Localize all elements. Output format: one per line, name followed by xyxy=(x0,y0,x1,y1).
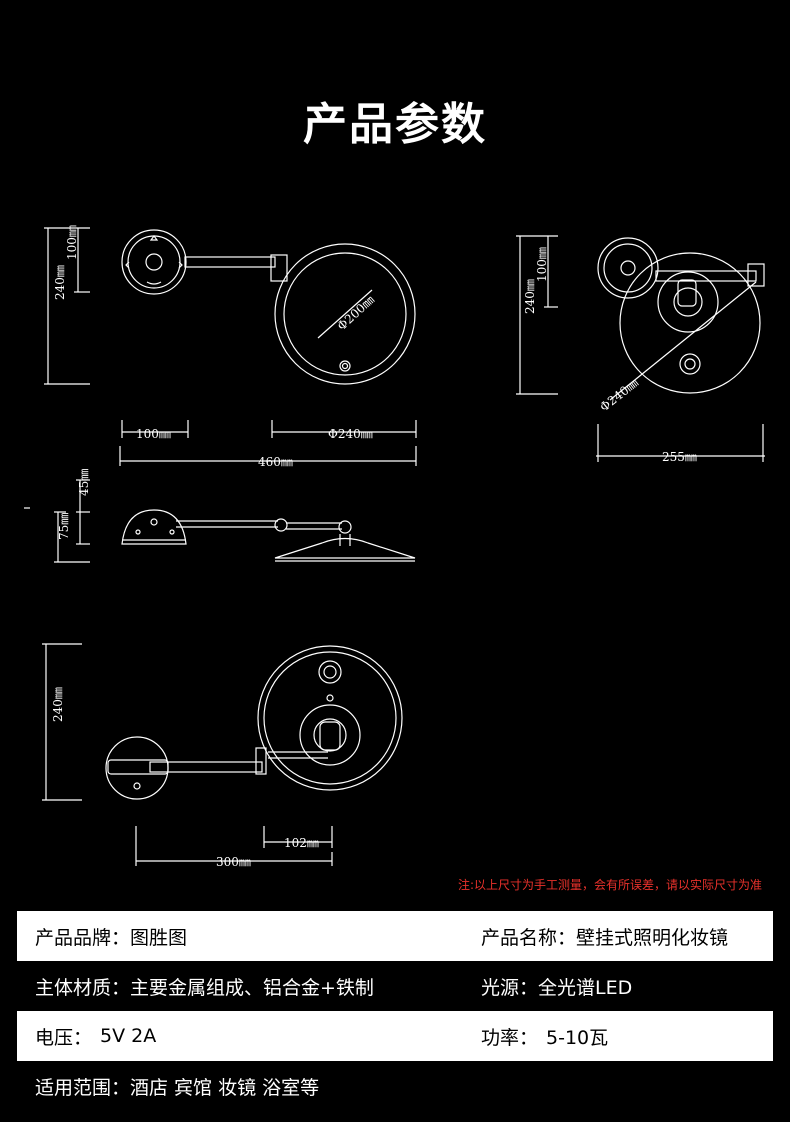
spec-label: 主体材质： xyxy=(35,976,131,999)
mirror-glass xyxy=(283,252,407,376)
back-mirror-frame xyxy=(257,645,403,791)
measurement-note: 注:以上尺寸为手工测量，会有所误差，请以实际尺寸为准 xyxy=(457,878,762,892)
spec-value: 5V 2A xyxy=(100,1025,157,1047)
dim-240-v2: 240㎜ xyxy=(523,279,537,314)
spec-table: 产品品牌： 图胜图 产品名称： 壁挂式照明化妆镜 主体材质： 主要金属组成、铝合… xyxy=(17,911,773,1111)
front-view-drawing xyxy=(44,227,417,466)
spec-value: 壁挂式照明化妆镜 xyxy=(576,926,729,949)
folded-hub xyxy=(657,271,719,333)
folded-wall-base xyxy=(597,237,659,299)
spec-value: 5-10瓦 xyxy=(546,1026,609,1049)
folded-button xyxy=(679,353,701,375)
dim-arm-100: 100㎜ xyxy=(136,427,171,441)
back-hub xyxy=(299,704,361,766)
folded-diam-line xyxy=(609,281,757,401)
side-view-drawing xyxy=(24,479,416,563)
dim-45: 45㎜ xyxy=(77,469,91,496)
side-joint-2 xyxy=(338,520,352,534)
spec-label: 电压： xyxy=(35,1026,93,1049)
dim-240-v4: 240㎜ xyxy=(51,687,65,722)
dim-100-v1: 100㎜ xyxy=(65,225,79,260)
arm-hinge xyxy=(270,254,288,282)
dim-255: 255㎜ xyxy=(662,450,697,464)
dim-300: 300㎜ xyxy=(216,855,251,869)
diam-line xyxy=(317,289,373,339)
spec-value: 酒店 宾馆 妆镜 浴室等 xyxy=(130,1076,320,1099)
front-arm xyxy=(184,256,276,268)
back-arm xyxy=(149,761,263,773)
dim-100-v2: 100㎜ xyxy=(535,247,549,282)
back-wall-base xyxy=(105,736,169,800)
page-title: 产品参数 xyxy=(303,99,487,150)
spec-value: 全光谱LED xyxy=(538,976,633,999)
spec-label: 产品名称： xyxy=(481,926,577,949)
spec-row: 产品品牌： 图胜图 产品名称： 壁挂式照明化妆镜 xyxy=(17,911,773,961)
back-button xyxy=(318,660,342,684)
dim-overall-diam: Φ240㎜ xyxy=(328,427,373,441)
spec-label: 功率： xyxy=(481,1026,539,1049)
dim-total-460: 460㎜ xyxy=(258,455,293,469)
dim-102: 102㎜ xyxy=(284,836,319,850)
folded-mirror-frame xyxy=(619,252,761,394)
folded-arm xyxy=(655,270,757,282)
dim-75: 75㎜ xyxy=(57,513,71,540)
spec-row: 适用范围： 酒店 宾馆 妆镜 浴室等 xyxy=(17,1061,773,1111)
spec-label: 产品品牌： xyxy=(35,926,131,949)
spec-label: 光源： xyxy=(481,976,539,999)
dim-mirror-diam: Φ200㎜ xyxy=(335,293,378,333)
spec-value: 图胜图 xyxy=(130,926,188,949)
touch-button xyxy=(339,360,351,372)
spec-label: 适用范围： xyxy=(35,1076,131,1099)
back-view-drawing xyxy=(42,643,403,866)
base-screw-hole xyxy=(145,253,163,271)
dim-240-v1: 240㎜ xyxy=(53,265,67,300)
side-wall-base xyxy=(121,509,187,545)
spec-value: 主要金属组成、铝合金+铁制 xyxy=(130,976,374,999)
spec-row: 电压： 5V 2A 功率： 5-10瓦 xyxy=(17,1011,773,1061)
folded-view-drawing xyxy=(516,235,765,462)
technical-drawings: 240㎜ 100㎜ Φ200㎜ 100㎜ Φ240㎜ 460㎜ 240㎜ 100… xyxy=(24,225,765,869)
side-joint-1 xyxy=(274,518,288,532)
mirror-frame xyxy=(274,243,416,385)
wall-base-plate xyxy=(121,229,187,295)
dim-diam-v2: Φ240㎜ xyxy=(597,376,641,415)
side-mirror xyxy=(274,537,416,559)
spec-row: 主体材质： 主要金属组成、铝合金+铁制 光源： 全光谱LED xyxy=(17,961,773,1011)
